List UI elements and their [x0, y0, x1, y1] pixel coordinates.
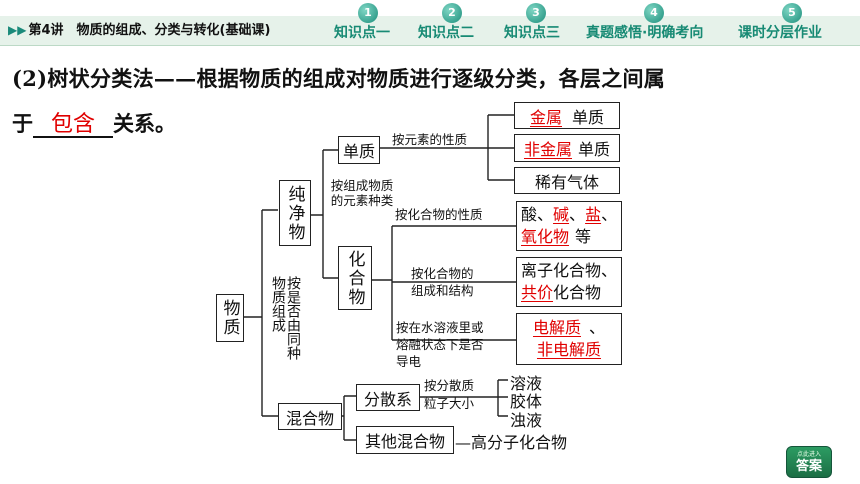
criterion-particle-size-l1: 按分散质 — [424, 378, 475, 393]
nav-knowledge-2[interactable]: 2 知识点二 — [418, 0, 500, 46]
criterion-composition-structure-l1: 按化合物的 — [411, 266, 474, 281]
nav-real-exam[interactable]: 4 真题感悟·明确考向 — [586, 0, 730, 46]
nav-number-badge: 1 — [358, 3, 378, 23]
criterion-conductivity-l1: 按在水溶液里或 — [396, 320, 484, 335]
node-polymer: —高分子化合物 — [455, 433, 568, 452]
node-nonmetal-element: 非金属单质 — [514, 134, 620, 162]
intro-line-1: (2)树状分类法——根据物质的组成对物质进行逐级分类，各层之间属 — [12, 66, 666, 91]
criterion-conductivity-l3: 导电 — [396, 354, 422, 369]
nav-label: 知识点一 — [334, 25, 390, 41]
answer-blank: 包含 — [33, 112, 113, 138]
criterion-composition-structure-l2: 组成和结构 — [411, 283, 474, 298]
nav-label: 真题感悟·明确考向 — [586, 25, 704, 41]
node-other-mixture: 其他混合物 — [356, 426, 454, 454]
node-mixture: 混合物 — [278, 403, 342, 430]
header-bar — [0, 16, 860, 46]
nav-knowledge-3[interactable]: 3 知识点三 — [504, 0, 586, 46]
node-ionic-covalent: 离子化合物、 共价化合物 — [516, 257, 622, 307]
nav-number-badge: 2 — [442, 3, 462, 23]
node-noble-gas: 稀有气体 — [514, 167, 620, 194]
nav-number-badge: 5 — [782, 3, 802, 23]
criterion-same-substance: 按是否由同种物质组成 — [270, 276, 301, 360]
node-suspension: 浊液 — [510, 411, 543, 430]
node-metal-element: 金属单质 — [514, 102, 620, 129]
node-matter: 物质 — [216, 294, 244, 342]
node-element: 单质 — [338, 136, 380, 164]
nav-label: 知识点二 — [418, 25, 474, 41]
node-solution: 溶液 — [510, 374, 543, 393]
intro-line-2: 于包含关系。 — [12, 108, 176, 138]
nav-knowledge-1[interactable]: 1 知识点一 — [332, 0, 414, 46]
play-arrow-icon: ▶▶ — [8, 23, 27, 37]
nav-number-badge: 4 — [644, 3, 664, 23]
answer-button[interactable]: 点此进入 答案 — [786, 446, 832, 478]
node-acid-base-salt-oxide: 酸、碱、盐、 氧化物等 — [516, 201, 622, 251]
nav-label: 课时分层作业 — [738, 25, 822, 41]
nav-number-badge: 3 — [526, 3, 546, 23]
nav-label: 知识点三 — [504, 25, 560, 41]
node-dispersion-system: 分散系 — [356, 384, 420, 411]
answer-text: 包含 — [50, 112, 95, 137]
header: ▶▶第4讲 物质的组成、分类与转化(基础课) 1 知识点一 2 知识点二 3 知… — [0, 0, 860, 46]
criterion-compound-property: 按化合物的性质 — [395, 207, 483, 222]
node-pure-substance: 纯净物 — [279, 180, 311, 246]
criterion-conductivity-l2: 熔融状态下是否 — [396, 337, 484, 352]
node-electrolyte: 电解质、 非电解质 — [516, 313, 622, 365]
criterion-particle-size-l2: 粒子大小 — [424, 396, 475, 411]
lesson-title: ▶▶第4讲 物质的组成、分类与转化(基础课) — [8, 23, 271, 38]
criterion-element-property: 按元素的性质 — [392, 132, 468, 147]
nav-homework[interactable]: 5 课时分层作业 — [738, 0, 848, 46]
criterion-element-type: 按组成物质的元素种类 — [330, 178, 394, 208]
node-compound: 化合物 — [338, 246, 372, 310]
node-colloid: 胶体 — [510, 392, 543, 411]
